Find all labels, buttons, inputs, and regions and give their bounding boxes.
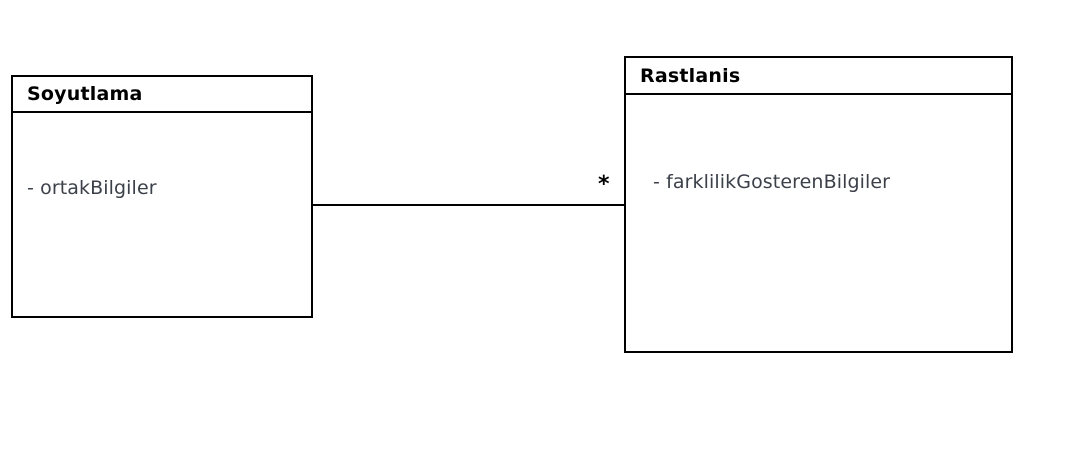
association-multiplicity-star: * [598,172,610,197]
uml-class-name-soyutlama: Soyutlama [27,83,143,105]
uml-class-soyutlama[interactable]: Soyutlama - ortakBilgiler [11,75,313,318]
uml-class-name-rastlanis: Rastlanis [640,64,741,87]
uml-attributes-compartment-rastlanis: - farklilikGosterenBilgiler [626,95,1011,351]
uml-attributes-compartment-soyutlama: - ortakBilgiler [13,113,311,316]
association-line [313,204,626,206]
uml-attribute-ortakbilgiler: - ortakBilgiler [27,177,157,199]
uml-class-header-rastlanis: Rastlanis [626,58,1011,95]
uml-class-rastlanis[interactable]: Rastlanis - farklilikGosterenBilgiler [624,56,1013,353]
uml-attribute-farklilikgosterenbilgiler: - farklilikGosterenBilgiler [653,171,891,193]
uml-class-header-soyutlama: Soyutlama [13,77,311,113]
